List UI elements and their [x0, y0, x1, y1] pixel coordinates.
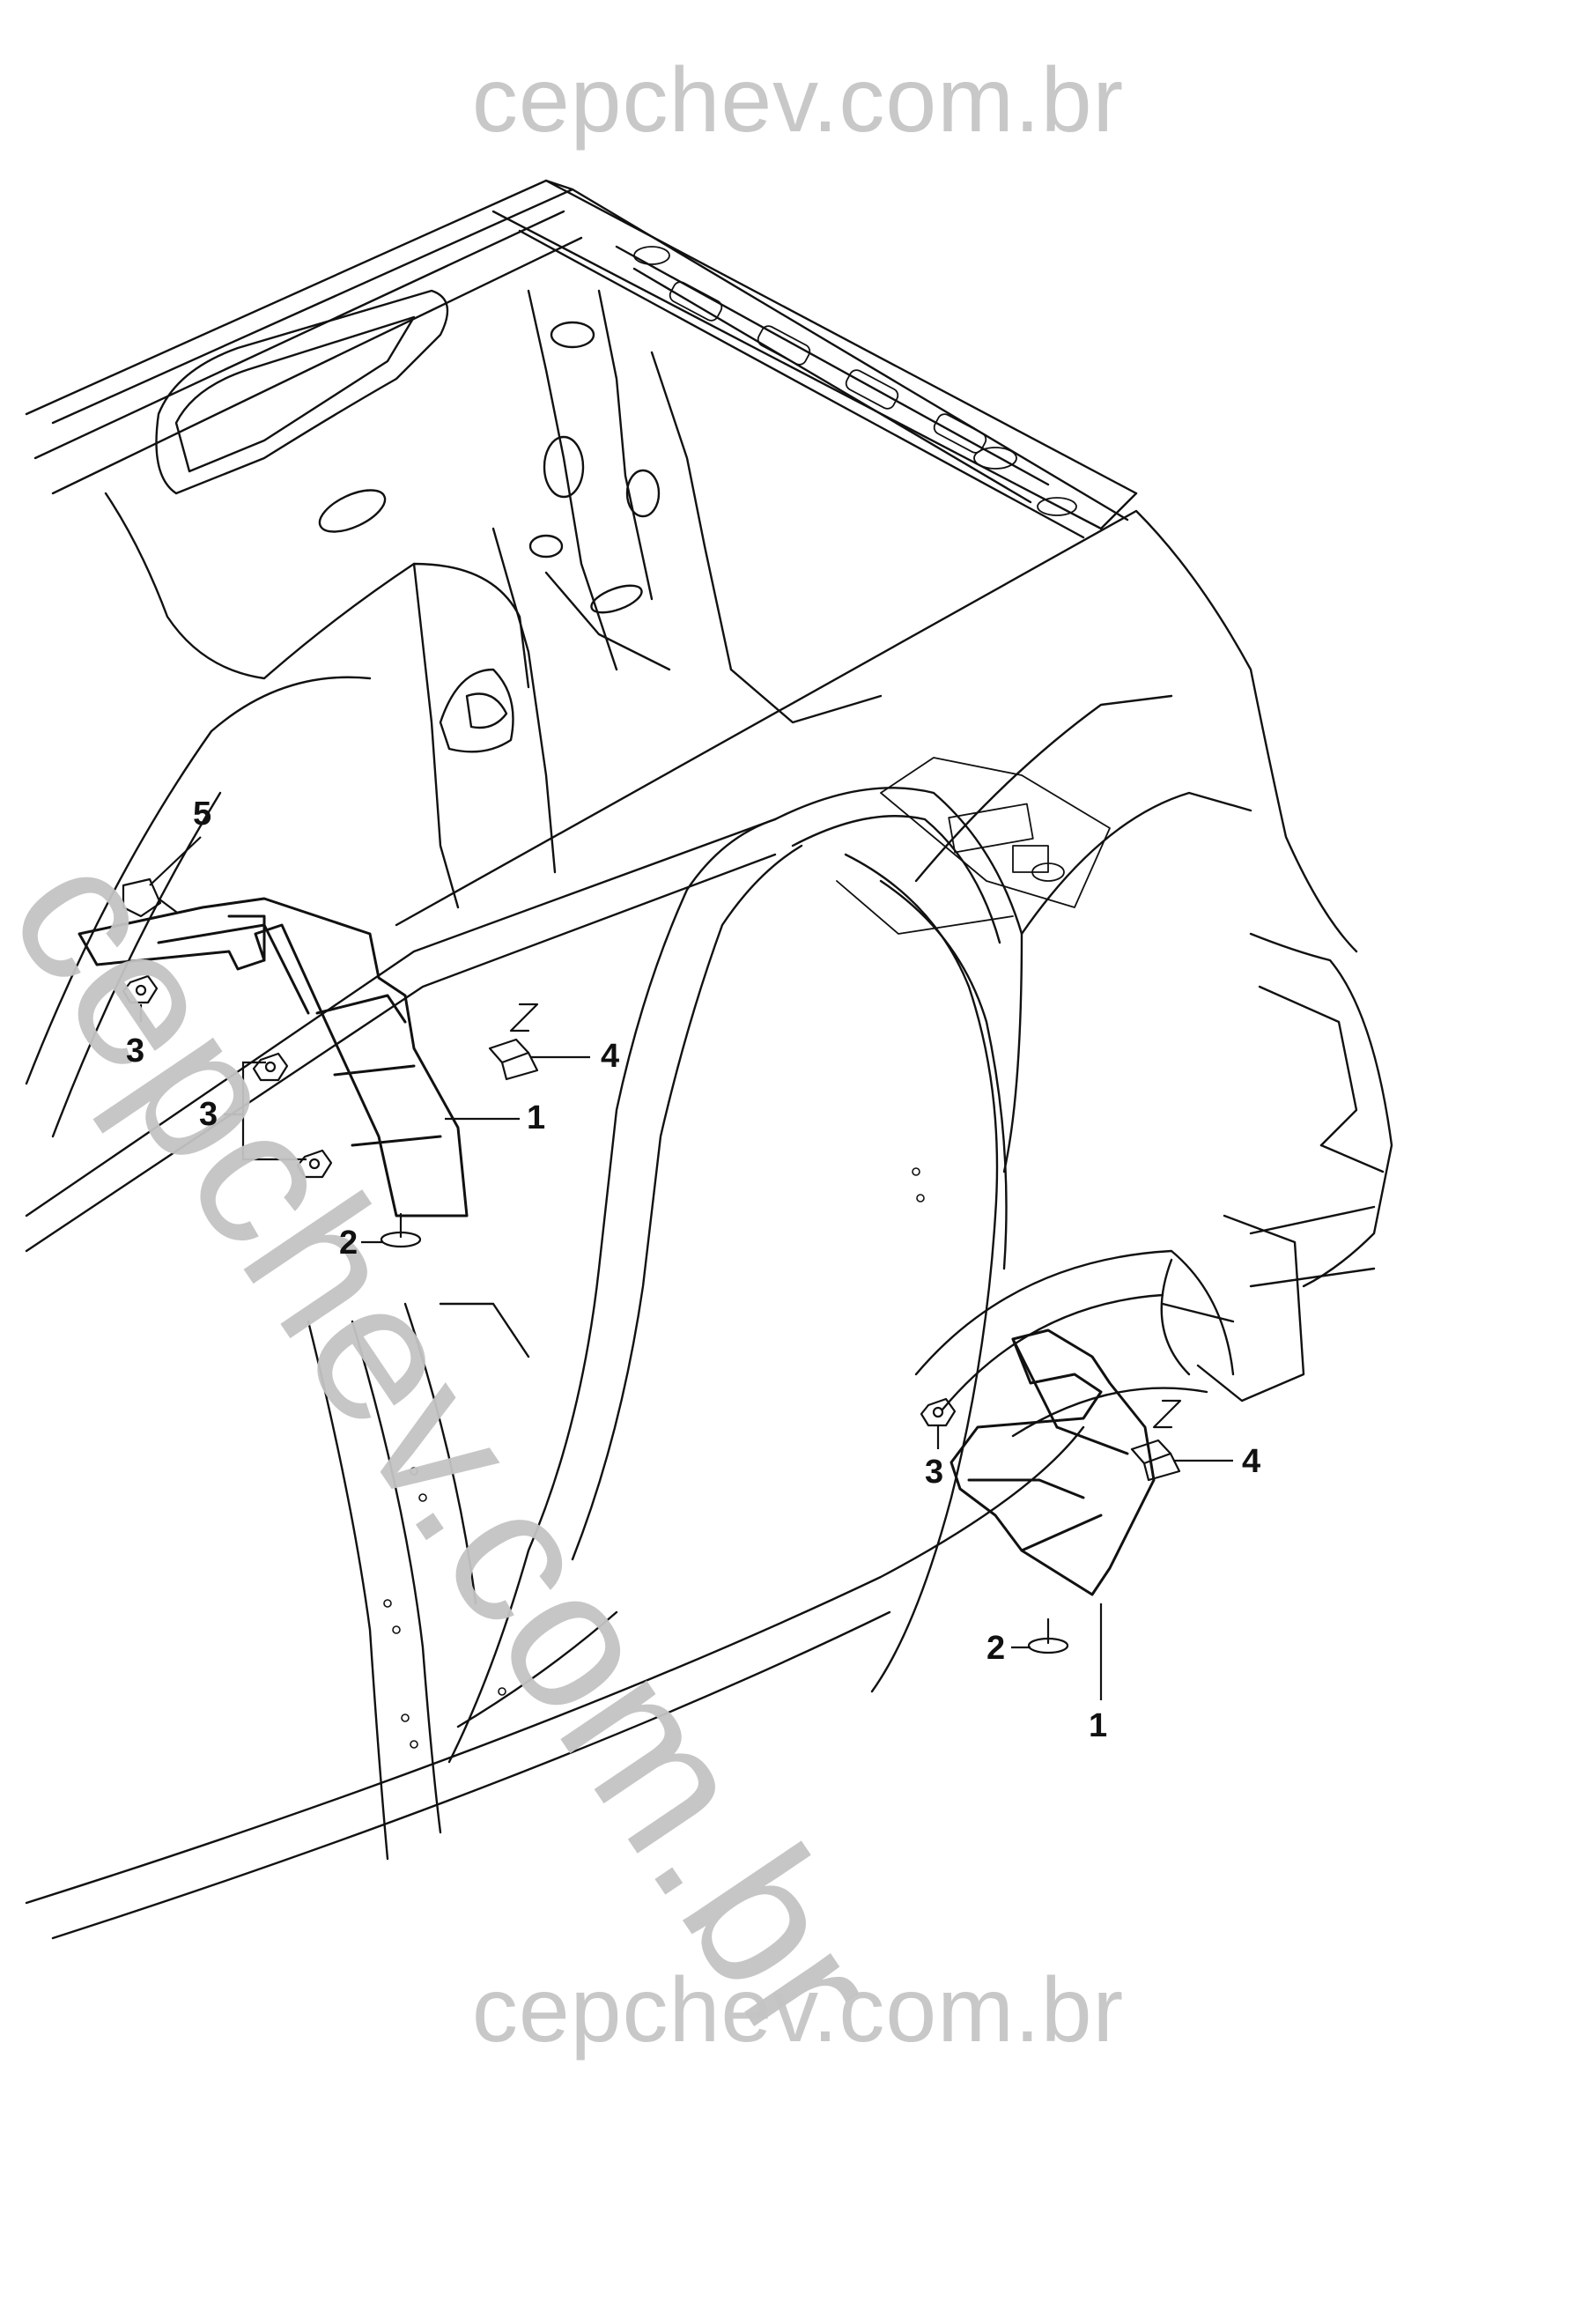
trunk-floor: [836, 757, 1111, 935]
fastener-nut-3a: [122, 974, 159, 1004]
fastener-nut-3b: [252, 1052, 289, 1082]
splash-shield-left: [78, 897, 469, 1218]
callout-4-right: 4: [1242, 1443, 1261, 1480]
watermark-top: cepchev.com.br: [471, 49, 1125, 152]
roof-frame: [25, 179, 1138, 539]
callout-2-left: 2: [339, 1225, 358, 1262]
c-pillar: [104, 289, 883, 909]
vehicle-body-exploded-diagram: [25, 179, 1393, 1940]
callout-4-left: 4: [601, 1038, 620, 1075]
callout-3-right: 3: [925, 1454, 944, 1491]
roof-cutouts: [633, 246, 1077, 516]
fastener-bolt-5: [122, 877, 178, 918]
fastener-nut-3d: [920, 1397, 957, 1427]
wheel-arch: [914, 1249, 1235, 1438]
callout-1-right: 1: [1089, 1707, 1108, 1744]
fastener-clip-4a: [488, 1003, 539, 1081]
weld-points: [383, 1167, 925, 1749]
leader-lines: [139, 836, 1233, 1700]
rear-bumper: [1160, 932, 1393, 1403]
splash-shield-right: [949, 1329, 1156, 1596]
fastener-nut-3c: [296, 1149, 333, 1179]
callout-5: 5: [193, 796, 212, 833]
quarter-window: [155, 289, 449, 533]
fastener-stud-2a: [380, 1212, 422, 1248]
fastener-clip-4b: [1130, 1399, 1182, 1482]
callout-1-left: 1: [527, 1099, 546, 1136]
rocker-sill: [25, 1302, 1085, 1940]
callout-2-right: 2: [986, 1630, 1006, 1667]
rear-door-frame: [25, 676, 777, 1253]
watermark-bottom: cepchev.com.br: [471, 1959, 1125, 2061]
quarter-panel: [395, 509, 1358, 1764]
callout-3-left-bracket: 3: [199, 1096, 218, 1133]
fastener-stud-2b: [1027, 1617, 1069, 1654]
callout-3-left-top: 3: [126, 1032, 145, 1069]
